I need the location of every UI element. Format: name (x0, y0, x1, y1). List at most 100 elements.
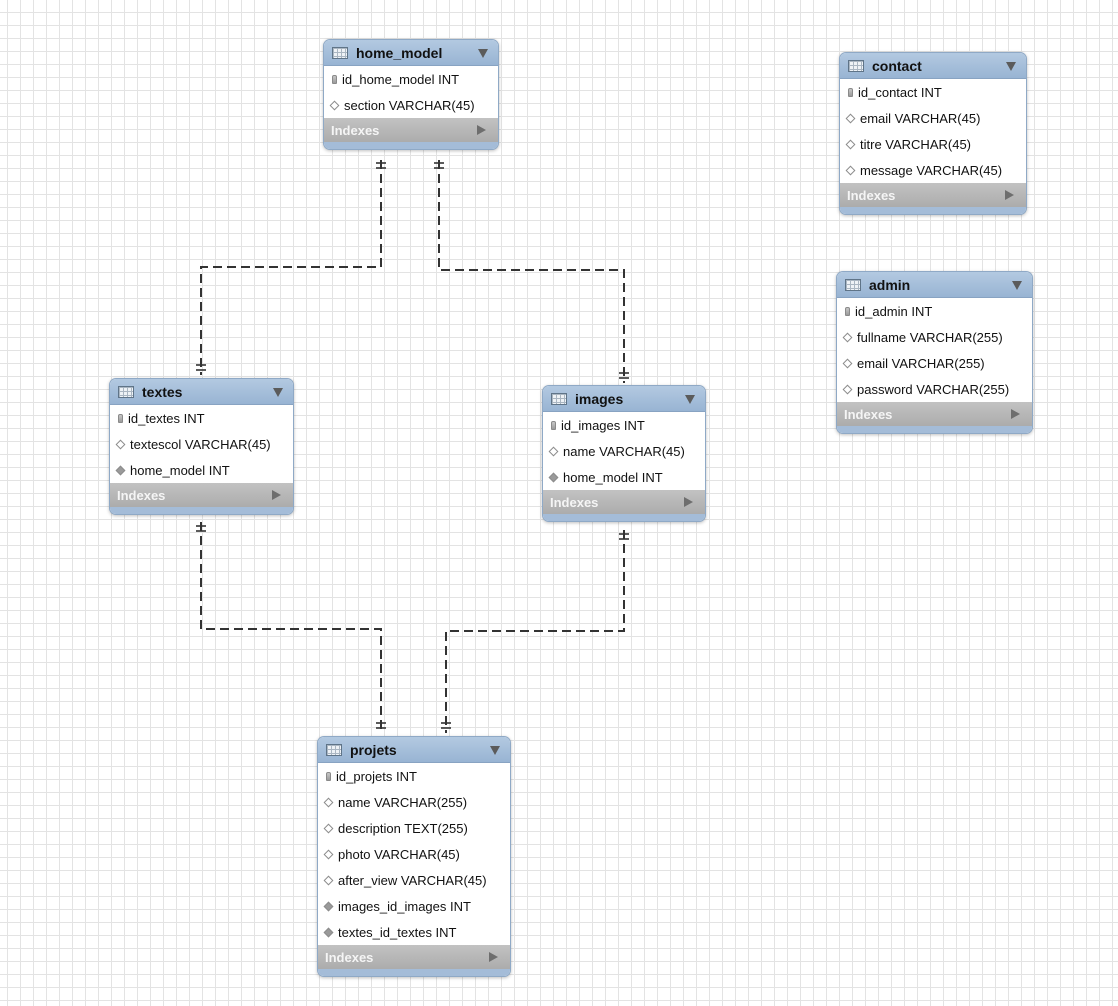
indexes-row[interactable]: Indexes (110, 483, 293, 507)
table-contact[interactable]: contact id_contact INT email VARCHAR(45)… (839, 52, 1027, 215)
column-diamond-icon (845, 113, 856, 123)
collapse-triangle-icon[interactable] (478, 49, 488, 58)
column-label: email VARCHAR(45) (860, 110, 981, 126)
column-row[interactable]: message VARCHAR(45) (840, 157, 1026, 183)
column-row[interactable]: textescol VARCHAR(45) (110, 431, 293, 457)
column-label: id_contact INT (858, 84, 942, 100)
table-icon (551, 392, 567, 405)
table-projets[interactable]: projets id_projets INT name VARCHAR(255)… (317, 736, 511, 977)
relationship-textes-projets (200, 522, 382, 733)
column-row[interactable]: id_images INT (543, 412, 705, 438)
column-row[interactable]: titre VARCHAR(45) (840, 131, 1026, 157)
expand-triangle-icon[interactable] (684, 497, 693, 507)
column-row[interactable]: images_id_images INT (318, 893, 510, 919)
table-header[interactable]: images (543, 386, 705, 412)
table-footer (837, 426, 1032, 433)
table-header[interactable]: textes (110, 379, 293, 405)
column-row[interactable]: id_projets INT (318, 763, 510, 789)
expand-triangle-icon[interactable] (1011, 409, 1020, 419)
indexes-label: Indexes (117, 487, 166, 503)
column-label: textescol VARCHAR(45) (130, 436, 271, 452)
column-row[interactable]: name VARCHAR(45) (543, 438, 705, 464)
column-label: photo VARCHAR(45) (338, 846, 460, 862)
indexes-row[interactable]: Indexes (837, 402, 1032, 426)
column-row[interactable]: home_model INT (110, 457, 293, 483)
column-row[interactable]: email VARCHAR(45) (840, 105, 1026, 131)
column-diamond-icon (323, 797, 334, 807)
collapse-triangle-icon[interactable] (685, 395, 695, 404)
table-textes[interactable]: textes id_textes INT textescol VARCHAR(4… (109, 378, 294, 515)
foreign-key-diamond-icon (115, 465, 126, 475)
column-row[interactable]: id_home_model INT (324, 66, 498, 92)
table-icon (118, 385, 134, 398)
column-diamond-icon (323, 823, 334, 833)
column-row[interactable]: name VARCHAR(255) (318, 789, 510, 815)
table-footer (324, 142, 498, 149)
column-row[interactable]: section VARCHAR(45) (324, 92, 498, 118)
table-footer (318, 969, 510, 976)
column-label: textes_id_textes INT (338, 924, 457, 940)
indexes-label: Indexes (325, 949, 374, 965)
relationship-images-projets (445, 530, 625, 733)
column-row[interactable]: id_admin INT (837, 298, 1032, 324)
column-row[interactable]: after_view VARCHAR(45) (318, 867, 510, 893)
primary-key-icon (551, 420, 556, 430)
indexes-label: Indexes (847, 187, 896, 203)
indexes-row[interactable]: Indexes (324, 118, 498, 142)
table-name: contact (872, 57, 922, 74)
table-header[interactable]: home_model (324, 40, 498, 66)
column-row[interactable]: fullname VARCHAR(255) (837, 324, 1032, 350)
table-name: home_model (356, 44, 443, 61)
column-label: id_projets INT (336, 768, 417, 784)
table-icon (848, 59, 864, 72)
column-list: id_contact INT email VARCHAR(45) titre V… (840, 79, 1026, 183)
column-diamond-icon (548, 446, 559, 456)
foreign-key-diamond-icon (323, 901, 334, 911)
column-label: id_images INT (561, 417, 645, 433)
primary-key-icon (845, 306, 850, 316)
column-diamond-icon (842, 384, 853, 394)
table-images[interactable]: images id_images INT name VARCHAR(45) ho… (542, 385, 706, 522)
table-footer (840, 207, 1026, 214)
table-header[interactable]: contact (840, 53, 1026, 79)
table-name: projets (350, 741, 397, 758)
indexes-row[interactable]: Indexes (318, 945, 510, 969)
column-row[interactable]: email VARCHAR(255) (837, 350, 1032, 376)
column-list: id_projets INT name VARCHAR(255) descrip… (318, 763, 510, 945)
collapse-triangle-icon[interactable] (1012, 281, 1022, 290)
column-diamond-icon (845, 165, 856, 175)
expand-triangle-icon[interactable] (272, 490, 281, 500)
column-label: after_view VARCHAR(45) (338, 872, 487, 888)
table-home_model[interactable]: home_model id_home_model INT section VAR… (323, 39, 499, 150)
column-label: password VARCHAR(255) (857, 381, 1010, 397)
column-label: email VARCHAR(255) (857, 355, 985, 371)
table-header[interactable]: projets (318, 737, 510, 763)
table-header[interactable]: admin (837, 272, 1032, 298)
column-row[interactable]: textes_id_textes INT (318, 919, 510, 945)
column-row[interactable]: password VARCHAR(255) (837, 376, 1032, 402)
column-diamond-icon (842, 358, 853, 368)
expand-triangle-icon[interactable] (477, 125, 486, 135)
collapse-triangle-icon[interactable] (1006, 62, 1016, 71)
collapse-triangle-icon[interactable] (490, 746, 500, 755)
primary-key-icon (332, 74, 337, 84)
column-row[interactable]: id_contact INT (840, 79, 1026, 105)
column-row[interactable]: home_model INT (543, 464, 705, 490)
table-footer (543, 514, 705, 521)
expand-triangle-icon[interactable] (489, 952, 498, 962)
column-label: home_model INT (563, 469, 663, 485)
table-admin[interactable]: admin id_admin INT fullname VARCHAR(255)… (836, 271, 1033, 434)
foreign-key-diamond-icon (548, 472, 559, 482)
indexes-row[interactable]: Indexes (840, 183, 1026, 207)
indexes-row[interactable]: Indexes (543, 490, 705, 514)
column-label: id_textes INT (128, 410, 205, 426)
column-row[interactable]: description TEXT(255) (318, 815, 510, 841)
column-row[interactable]: id_textes INT (110, 405, 293, 431)
column-label: section VARCHAR(45) (344, 97, 475, 113)
table-footer (110, 507, 293, 514)
column-row[interactable]: photo VARCHAR(45) (318, 841, 510, 867)
expand-triangle-icon[interactable] (1005, 190, 1014, 200)
collapse-triangle-icon[interactable] (273, 388, 283, 397)
